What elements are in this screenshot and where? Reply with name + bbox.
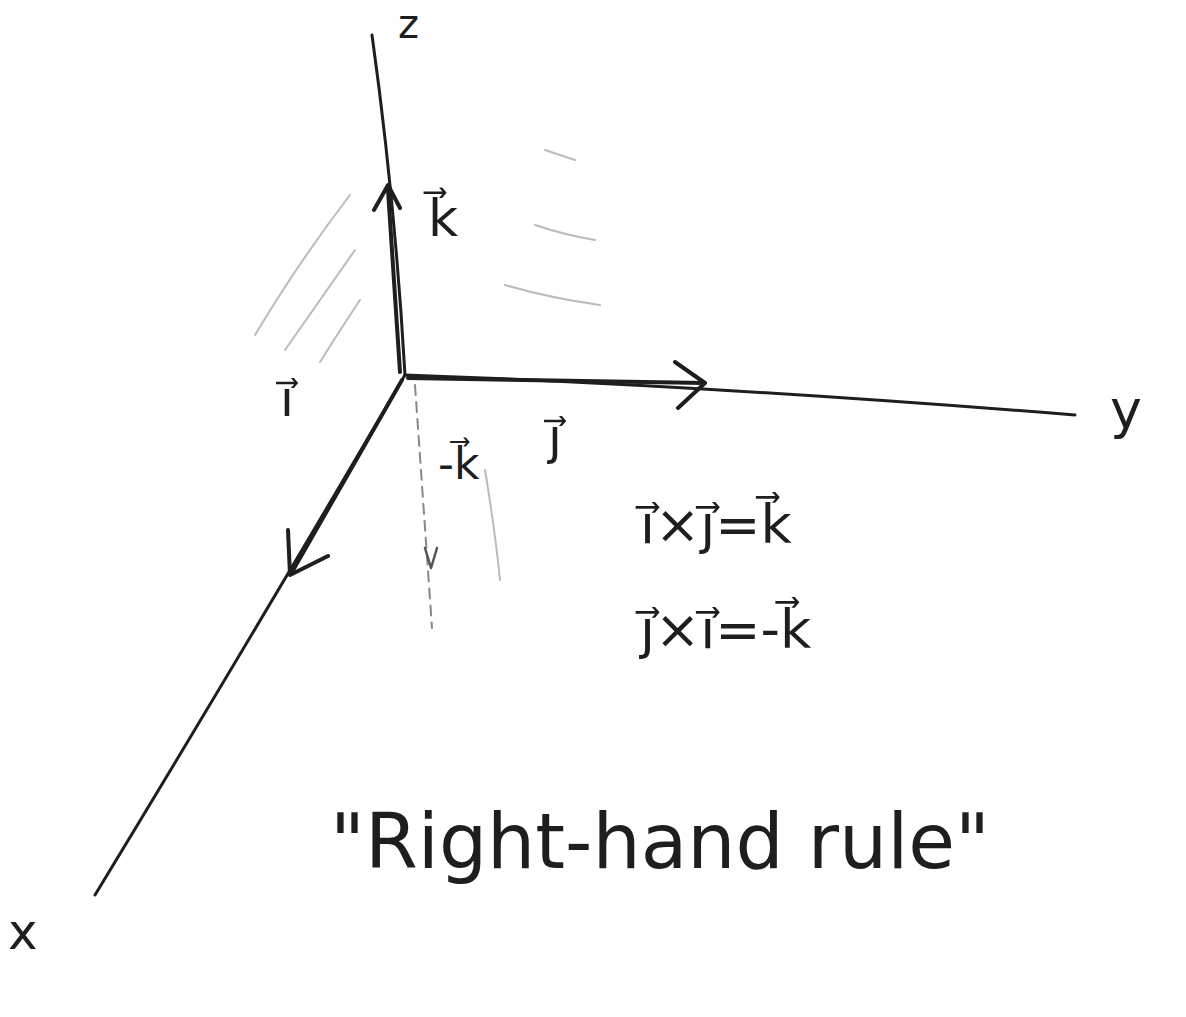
z-axis xyxy=(372,35,405,375)
vector-label: -k⃗ xyxy=(438,440,479,488)
axis-label: x xyxy=(8,905,38,960)
axis-label: z xyxy=(398,2,419,46)
vector-label: i⃗ xyxy=(280,372,294,427)
equation: i⃗×j⃗=k⃗ xyxy=(640,495,792,554)
k-vector-arrow xyxy=(374,185,400,372)
i-vector-arrow xyxy=(288,380,402,575)
j-vector-arrow xyxy=(408,362,705,408)
vector-label: k⃗ xyxy=(428,190,458,247)
axis-label: y xyxy=(1110,380,1142,439)
shading-strokes xyxy=(255,150,600,580)
vector-label: j⃗ xyxy=(548,410,562,465)
minus-k-arrowhead xyxy=(425,548,437,568)
minus-k-dashed-line xyxy=(415,385,432,628)
equation: j⃗×i⃗=-k⃗ xyxy=(640,600,811,659)
caption-note: "Right-hand rule" xyxy=(330,800,990,884)
